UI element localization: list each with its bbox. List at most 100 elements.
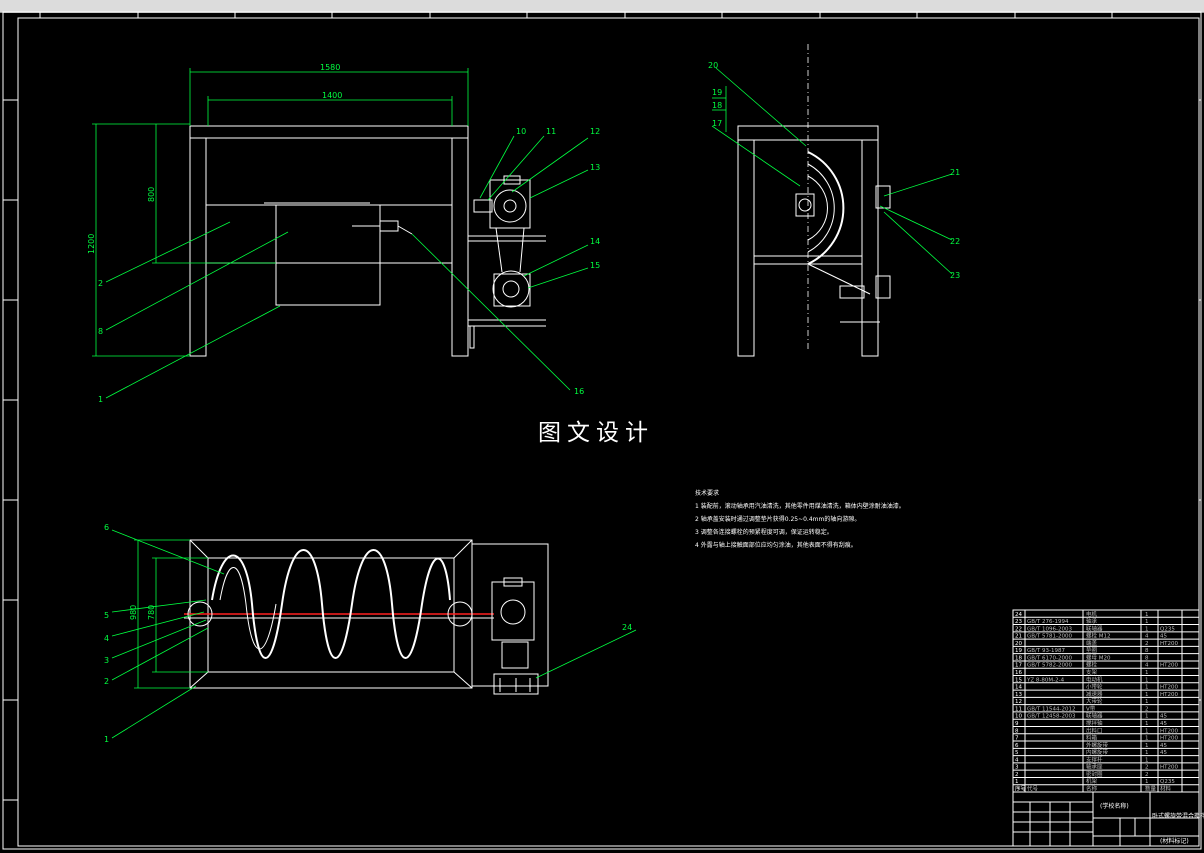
callout-8: 8 (98, 327, 103, 336)
bom-cell-material: 45 (1160, 721, 1167, 727)
callout-21: 21 (950, 168, 960, 177)
side-view (711, 44, 953, 357)
bom-cell-name: 密封圈 (1086, 770, 1103, 778)
title-material-note: (材料标记) (1160, 837, 1189, 845)
bom-cell-code: YZ 8-80M-2-4 (1026, 677, 1065, 683)
bom-cell-material: Q235 (1160, 626, 1175, 632)
bom-cell-qty: 8 (1145, 648, 1149, 654)
bom-cell-material: HT200 (1160, 641, 1178, 647)
top-view (111, 529, 637, 739)
bom-cell-qty: 1 (1145, 626, 1149, 632)
bom-cell-material: Q235 (1160, 779, 1175, 785)
callout-23: 23 (950, 271, 960, 280)
dim-1200: 1200 (87, 234, 96, 254)
bom-cell-qty: 2 (1145, 772, 1149, 778)
notes-title: 技术要求 (695, 490, 720, 497)
bom-cell-code: GB/T 5782-2000 (1027, 663, 1072, 669)
bom-cell-no: 13 (1015, 692, 1022, 698)
bom-cell-name: 小带轮 (1086, 683, 1103, 691)
callout-11: 11 (546, 127, 556, 136)
bom-cell-no: 20 (1015, 641, 1022, 647)
callout-1-top: 1 (104, 735, 109, 744)
bom-cell-name: 联轴器 (1086, 624, 1103, 632)
front-top-plate (189, 125, 469, 139)
bom-cell-name: 垫圈 (1086, 646, 1098, 654)
bom-cell-qty: 2 (1145, 706, 1149, 712)
bom-cell-name: 搅拌轴 (1086, 719, 1103, 727)
bom-cell-no: 8 (1015, 728, 1019, 734)
front-dimensions (92, 68, 469, 357)
callout-20: 20 (708, 61, 718, 70)
callout-2-front: 2 (98, 279, 103, 288)
bom-cell-name: 端盖 (1086, 639, 1098, 647)
bom-cell-code: GB/T 11544-2012 (1027, 706, 1075, 712)
bom-cell-qty: 1 (1145, 714, 1149, 720)
side-trough (807, 151, 845, 265)
bom-cell-qty: 1 (1145, 743, 1149, 749)
bom-cell-material: HT200 (1160, 728, 1178, 734)
title-block (1012, 791, 1200, 847)
bom-cell-code: 代号 (1027, 785, 1039, 793)
bom-cell-material: HT200 (1160, 736, 1178, 742)
bom-cell-no: 3 (1015, 765, 1019, 771)
bom-cell-no: 7 (1015, 736, 1019, 742)
top-frame-inner (207, 557, 455, 673)
bom-cell-qty: 1 (1145, 612, 1149, 618)
bom-cell-no: 9 (1015, 721, 1019, 727)
bom-cell-no: 21 (1015, 634, 1022, 640)
bom-cell-material: 45 (1160, 714, 1167, 720)
bom-table (1012, 609, 1200, 793)
callout-22: 22 (950, 237, 960, 246)
notes-line-4: 4 外露与轴上接触面部位应均匀涂油，其他表面不得有刮痕。 (695, 542, 857, 549)
front-shaft-stub (379, 220, 399, 232)
bom-cell-name: 减速器 (1086, 690, 1103, 698)
bom-cell-qty: 1 (1145, 685, 1149, 691)
side-leg-left (737, 139, 755, 357)
callout-17: 17 (712, 119, 722, 128)
drawing-title: 卧式螺旋带混合搅拌机 (1152, 812, 1204, 820)
bom-cell-name: 机架 (1086, 777, 1098, 785)
bom-cell-qty: 1 (1145, 619, 1149, 625)
dim-1400: 1400 (322, 91, 342, 100)
bom-cell-name: 联轴器 (1086, 712, 1103, 720)
bom-cell-material: 45 (1160, 743, 1167, 749)
dim-800: 800 (147, 187, 156, 202)
dim-780: 780 (147, 605, 156, 620)
bom-cell-no: 2 (1015, 772, 1019, 778)
bom-cell-name: 电动机 (1086, 675, 1103, 683)
bom-cell-no: 12 (1015, 699, 1022, 705)
bom-cell-no: 6 (1015, 743, 1019, 749)
bom-cell-qty: 1 (1145, 677, 1149, 683)
bom-cell-qty: 1 (1145, 736, 1149, 742)
dim-980: 980 (129, 605, 138, 620)
bom-cell-no: 14 (1015, 685, 1022, 691)
bom-cell-material: HT200 (1160, 692, 1178, 698)
notes-line-2: 2 轴承盖安装时通过调整垫片获得0.25~0.4mm的轴向游隙。 (695, 516, 861, 523)
callout-4: 4 (104, 634, 109, 643)
callout-10: 10 (516, 127, 526, 136)
bom-cell-material: 45 (1160, 750, 1167, 756)
bom-cell-qty: 2 (1145, 765, 1149, 771)
bom-cell-qty: 1 (1145, 692, 1149, 698)
bom-cell-material: 材料 (1160, 785, 1172, 793)
bom-cell-no: 16 (1015, 670, 1022, 676)
bom-cell-no: 11 (1015, 706, 1022, 712)
bom-cell-material: HT200 (1160, 685, 1178, 691)
bom-cell-name: 出料口 (1086, 726, 1103, 734)
side-leaders (711, 67, 953, 275)
bom-cell-name: 名称 (1086, 785, 1098, 793)
watermark-text: 图文设计 (538, 420, 654, 446)
bom-cell-material: HT200 (1160, 765, 1178, 771)
bom-cell-material: 45 (1160, 634, 1167, 640)
bom-cell-name: 螺栓 M12 (1086, 632, 1111, 640)
bom-cell-qty: 2 (1145, 641, 1149, 647)
bom-cell-qty: 4 (1145, 663, 1149, 669)
bom-cell-qty: 1 (1145, 728, 1149, 734)
top-drive-base (471, 543, 549, 687)
bom-cell-material: HT200 (1160, 663, 1178, 669)
notes-line-1: 1 装配前，滚动轴承用汽油清洗，其他零件用煤油清洗，箱体内壁涂耐油油漆。 (695, 503, 905, 510)
bom-cell-no: 23 (1015, 619, 1022, 625)
bom-cell-no: 22 (1015, 626, 1022, 632)
bom-cell-name: 轴承 (1086, 617, 1098, 625)
